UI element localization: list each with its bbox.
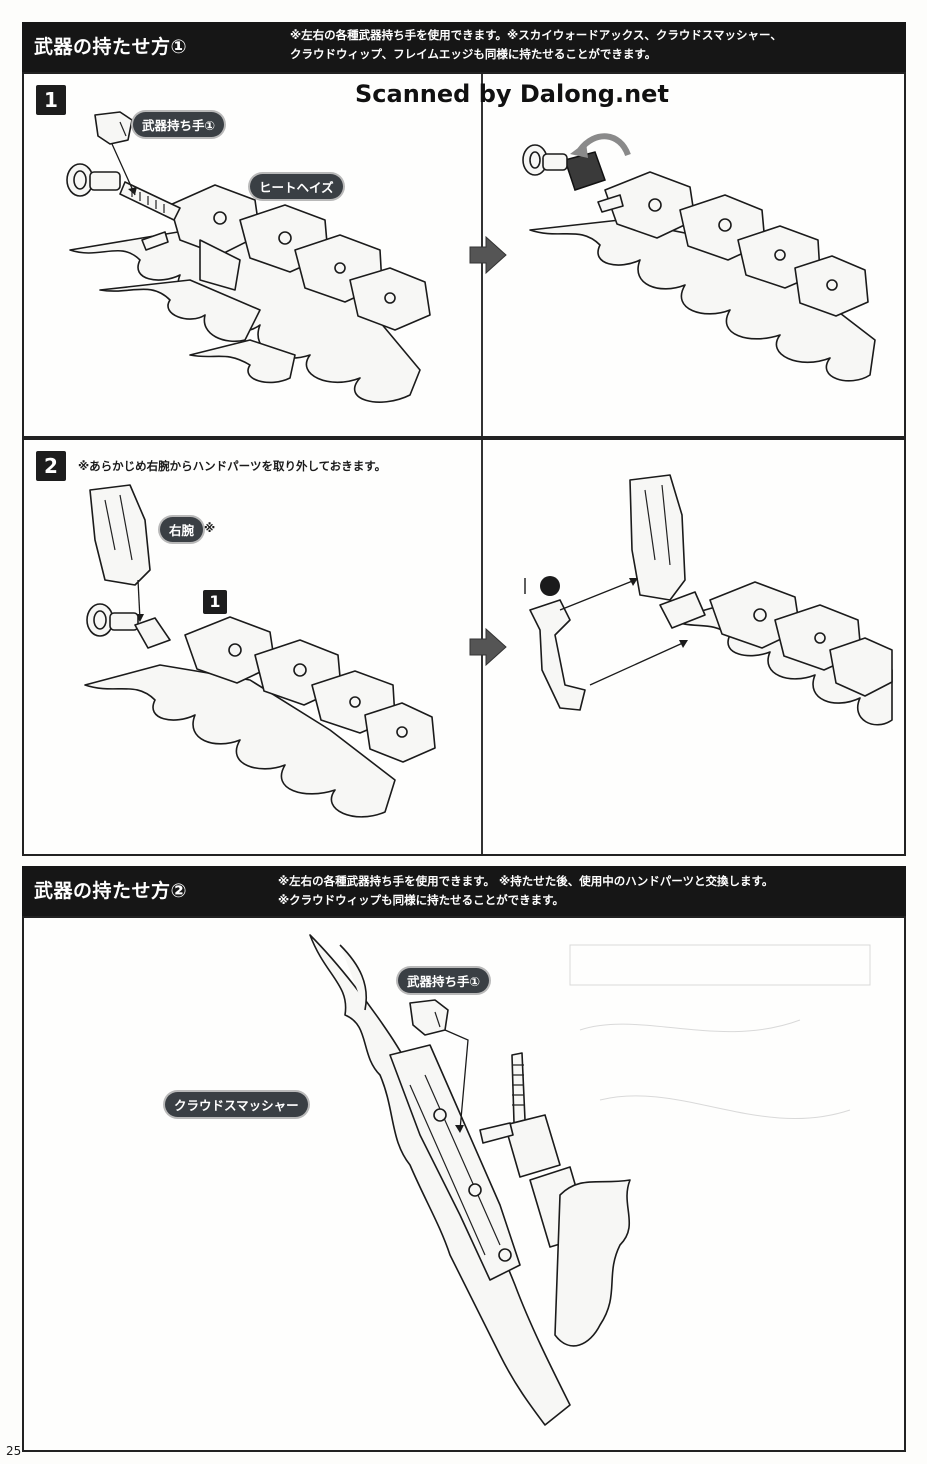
step2-ref-badge: 1	[203, 590, 227, 614]
step1-left-illustration	[66, 111, 431, 403]
section2-hand-label: 武器持ち手①	[398, 968, 490, 993]
step1-hand-label: 武器持ち手①	[133, 112, 225, 137]
section2-title: 武器の持たせ方②	[34, 880, 188, 902]
section1-title: 武器の持たせ方①	[34, 36, 188, 58]
section1-header: 武器の持たせ方① ※左右の各種武器持ち手を使用できます。※スカイウォードアックス…	[22, 22, 906, 72]
step2-right-illustration	[524, 474, 893, 726]
page-number: 25	[6, 1444, 22, 1458]
step2-note: ※あらかじめ右腕からハンドパーツを取り外しておきます。	[78, 459, 387, 473]
section1-note-line1: ※左右の各種武器持ち手を使用できます。※スカイウォードアックス、クラウドスマッシ…	[290, 28, 782, 42]
show-through-ghost	[569, 944, 871, 1119]
section1-note-line2: クラウドウィップ、フレイムエッジも同様に持たせることができます。	[290, 47, 657, 61]
step2-badge: 2	[36, 451, 66, 481]
section2-note-line1: ※左右の各種武器持ち手を使用できます。 ※持たせた後、使用中のハンドパーツと交換…	[278, 874, 774, 888]
step2-next-arrow	[469, 627, 507, 667]
step1-badge: 1	[36, 85, 66, 115]
section2-header: 武器の持たせ方② ※左右の各種武器持ち手を使用できます。 ※持たせた後、使用中の…	[22, 866, 906, 916]
step1-next-arrow	[469, 235, 507, 275]
section2-illustration	[309, 934, 631, 1426]
step1-weapon-label: ヒートヘイズ	[250, 174, 343, 199]
step1-right-illustration	[522, 133, 876, 382]
step2-arm-mark: ※	[204, 521, 216, 535]
section2-note-line2: ※クラウドウィップも同様に持たせることができます。	[278, 893, 565, 907]
watermark: Scanned by Dalong.net	[355, 80, 669, 108]
step2-left-illustration	[84, 484, 436, 818]
step2-arm-label: 右腕	[160, 517, 204, 542]
section2-weapon-label: クラウドスマッシャー	[165, 1092, 308, 1117]
